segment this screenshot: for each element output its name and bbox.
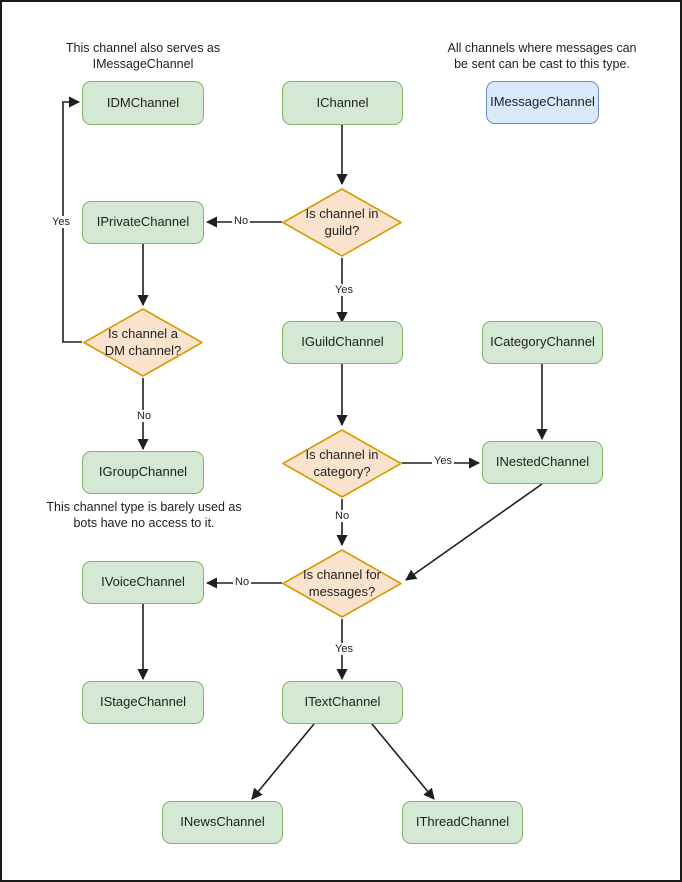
node-idmchannel[interactable]: IDMChannel [82, 81, 204, 125]
node-ivoicechannel-label: IVoiceChannel [101, 574, 185, 590]
caption-dm-channel: This channel also serves as IMessageChan… [48, 40, 238, 73]
node-itextchannel-label: ITextChannel [304, 694, 381, 710]
decision-for-messages-line2: messages? [308, 583, 376, 599]
node-iprivatechannel-label: IPrivateChannel [96, 214, 190, 230]
caption-group-channel: This channel type is barely used as bots… [38, 499, 250, 532]
node-igroupchannel-label: IGroupChannel [98, 464, 188, 480]
caption-dm-line2: IMessageChannel [92, 57, 194, 72]
caption-message-line2: be sent can be cast to this type. [454, 57, 630, 72]
node-idmchannel-label: IDMChannel [106, 94, 180, 110]
edge-label-dm-yes: Yes [50, 216, 72, 228]
decision-is-channel-in-category[interactable]: Is channel in category? [282, 429, 402, 498]
node-ichannel-label: IChannel [316, 94, 369, 110]
edge-label-guild-no: No [232, 215, 251, 227]
caption-group-line2: bots have no access to it. [73, 516, 215, 531]
decision-dm-channel-line1: Is channel a [107, 326, 179, 342]
diamond-shape-for-messages [282, 549, 402, 618]
caption-message-channel: All channels where messages can be sent … [434, 40, 650, 73]
node-istagechannel[interactable]: IStageChannel [82, 681, 204, 724]
edge-label-messages-yes: Yes [333, 643, 355, 655]
edge-inestedchannel-to-for-messages [405, 483, 543, 581]
caption-group-line1: This channel type is barely used as [46, 500, 242, 514]
node-imessagechannel-label: IMessageChannel [490, 94, 595, 110]
decision-is-channel-in-guild[interactable]: Is channel in guild? [282, 188, 402, 257]
edge-itextchannel-to-ithreadchannel [371, 723, 435, 800]
node-igroupchannel[interactable]: IGroupChannel [82, 451, 204, 494]
caption-message-line1: All channels where messages can [447, 41, 637, 55]
decision-for-messages-line1: Is channel for [302, 567, 382, 583]
node-ivoicechannel[interactable]: IVoiceChannel [82, 561, 204, 604]
node-iguildchannel[interactable]: IGuildChannel [282, 321, 403, 364]
diamond-shape-dm-channel [83, 308, 203, 377]
edge-label-messages-no: No [233, 576, 252, 588]
decision-in-category-line1: Is channel in [305, 447, 379, 463]
node-ithreadchannel[interactable]: IThreadChannel [402, 801, 523, 844]
edge-itextchannel-to-inewschannel [251, 723, 315, 800]
edge-label-category-no: No [333, 510, 352, 522]
edge-label-category-yes: Yes [432, 455, 454, 467]
node-imessagechannel[interactable]: IMessageChannel [486, 81, 599, 124]
decision-is-channel-a-dm-channel[interactable]: Is channel a DM channel? [83, 308, 203, 377]
node-inestedchannel[interactable]: INestedChannel [482, 441, 603, 484]
decision-dm-channel-line2: DM channel? [104, 342, 182, 358]
decision-is-channel-for-messages[interactable]: Is channel for messages? [282, 549, 402, 618]
node-inestedchannel-label: INestedChannel [495, 454, 590, 470]
node-ithreadchannel-label: IThreadChannel [415, 814, 510, 830]
node-inewschannel-label: INewsChannel [180, 814, 265, 830]
node-iprivatechannel[interactable]: IPrivateChannel [82, 201, 204, 244]
diamond-shape-in-guild [282, 188, 402, 257]
node-itextchannel[interactable]: ITextChannel [282, 681, 403, 724]
decision-in-guild-line1: Is channel in [305, 206, 379, 222]
node-istagechannel-label: IStageChannel [99, 694, 186, 710]
decision-in-guild-line2: guild? [324, 222, 360, 238]
diamond-shape-in-category [282, 429, 402, 498]
caption-dm-line1: This channel also serves as [65, 41, 221, 55]
edge-label-guild-yes: Yes [333, 284, 355, 296]
node-icategorychannel[interactable]: ICategoryChannel [482, 321, 603, 364]
node-ichannel[interactable]: IChannel [282, 81, 403, 125]
node-inewschannel[interactable]: INewsChannel [162, 801, 283, 844]
edge-label-dm-no: No [135, 410, 154, 422]
decision-in-category-line2: category? [313, 463, 371, 479]
node-iguildchannel-label: IGuildChannel [301, 334, 384, 350]
node-icategorychannel-label: ICategoryChannel [490, 334, 595, 350]
